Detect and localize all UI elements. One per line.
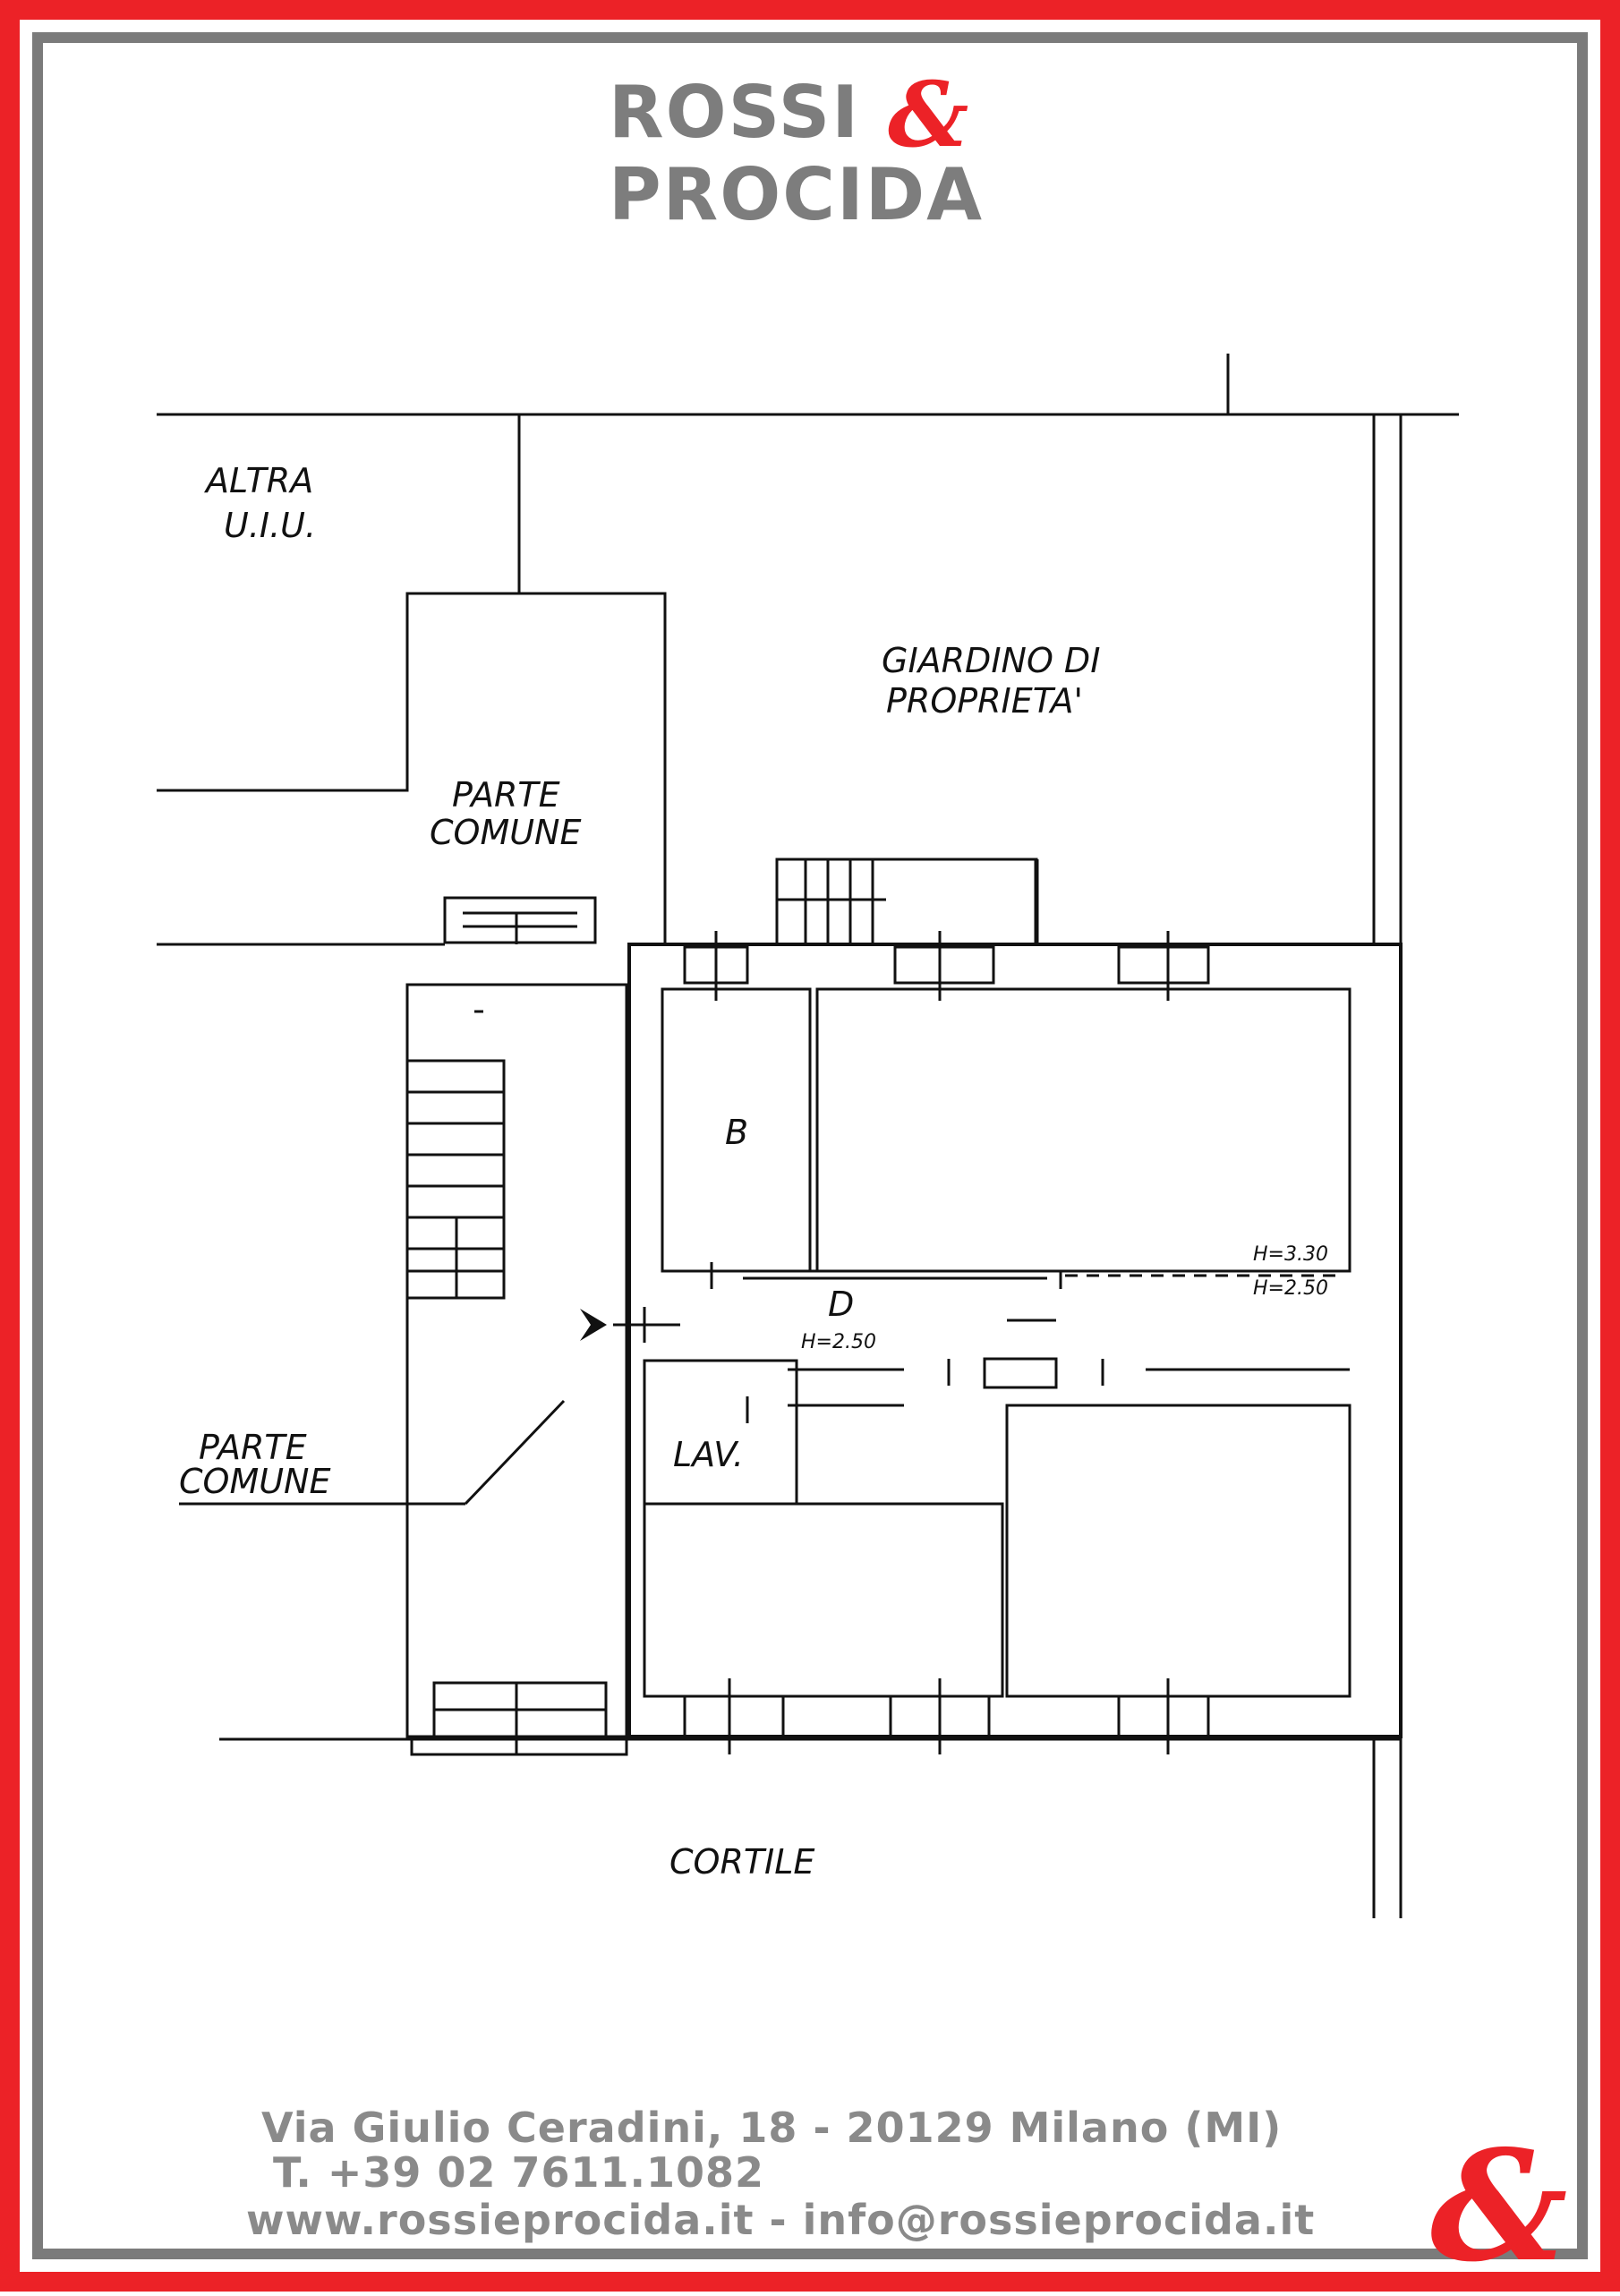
corner-ampersand-logo: &	[1430, 2117, 1568, 2296]
label-altra: ALTRA	[206, 461, 314, 500]
label-parte-comune-top-line1: PARTE	[452, 775, 560, 815]
label-height-bottom: H=2.50	[1253, 1277, 1328, 1300]
label-giardino-line1: GIARDINO DI	[882, 641, 1101, 680]
label-height-d: H=2.50	[801, 1331, 876, 1353]
inner-gray-frame	[32, 32, 1588, 2259]
entrance-arrow-icon	[580, 1309, 607, 1341]
label-cortile: CORTILE	[669, 1842, 815, 1882]
footer-phone: T. +39 02 7611.1082	[273, 2148, 765, 2197]
label-height-top: H=3.30	[1253, 1243, 1328, 1266]
company-logo: ROSSI PROCIDA &	[609, 70, 985, 242]
label-parte-comune-left-line2: COMUNE	[179, 1462, 331, 1501]
footer-address: Via Giulio Ceradini, 18 - 20129 Milano (…	[261, 2104, 1283, 2152]
label-giardino-line2: PROPRIETA'	[886, 681, 1083, 721]
label-uiu: U.I.U.	[224, 506, 317, 545]
logo-ampersand: &	[888, 62, 969, 167]
logo-line-1: ROSSI	[609, 71, 861, 154]
logo-line-2: PROCIDA	[609, 153, 985, 236]
label-parte-comune-top-line2: COMUNE	[430, 813, 582, 852]
label-room-b: B	[725, 1113, 749, 1152]
label-room-d: D	[828, 1285, 855, 1324]
footer-web-email: www.rossieprocida.it - info@rossieprocid…	[246, 2196, 1316, 2244]
label-lav: LAV.	[673, 1435, 744, 1474]
label-parte-comune-left-line1: PARTE	[199, 1428, 307, 1467]
